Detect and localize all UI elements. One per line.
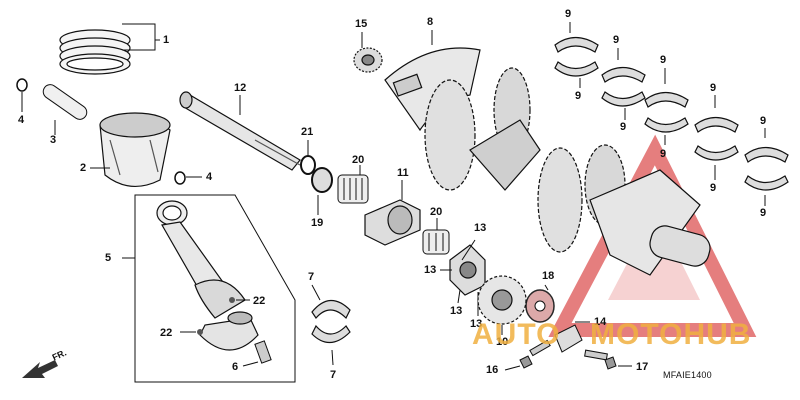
front-direction-arrow (22, 360, 58, 378)
callout-18: 18 (542, 270, 555, 282)
callout-3: 3 (50, 134, 57, 146)
callout-9h: 9 (710, 182, 717, 194)
callout-20b: 20 (430, 206, 443, 218)
callout-13d: 13 (470, 318, 483, 330)
callout-22a: 22 (253, 295, 266, 307)
callout-7a: 7 (308, 271, 315, 283)
thrust-washer (300, 155, 316, 175)
callout-21: 21 (301, 126, 314, 138)
callout-9g: 9 (710, 82, 717, 94)
callout-8: 8 (427, 16, 434, 28)
piston-pin-clip-2 (174, 171, 186, 185)
cam-sprocket (353, 47, 383, 73)
callout-9j: 9 (760, 207, 767, 219)
piston-pin-clip (16, 78, 28, 92)
watermark-text-right: MOTOHUB (590, 318, 752, 351)
oil-seal (311, 167, 333, 193)
balancer-shaft (179, 91, 301, 171)
callout-13c: 13 (450, 305, 463, 317)
callout-5: 5 (105, 252, 112, 264)
callout-9c: 9 (613, 34, 620, 46)
callout-12: 12 (234, 82, 247, 94)
needle-bearing (337, 174, 369, 204)
primary-drive-gear (477, 275, 527, 325)
balancer-gear (364, 199, 421, 246)
pulser-rotor (554, 324, 583, 353)
rod-nut-2 (197, 329, 203, 335)
piston-pin (42, 84, 88, 120)
bolt-16 (519, 339, 551, 369)
callout-2: 2 (80, 162, 87, 174)
callout-9f: 9 (660, 148, 667, 160)
callout-9i: 9 (760, 115, 767, 127)
connecting-rod (156, 200, 259, 351)
callout-15: 15 (355, 18, 368, 30)
callout-11: 11 (397, 167, 409, 179)
connecting-rod-group (122, 194, 296, 383)
callout-13a: 13 (474, 222, 487, 234)
callout-1: 1 (163, 34, 170, 46)
rod-bearing-shells (311, 299, 351, 344)
callout-14: 14 (594, 316, 607, 328)
rod-bolt (242, 340, 272, 367)
callout-10: 10 (496, 336, 509, 348)
piston (99, 112, 171, 187)
main-bearings (554, 36, 789, 191)
piston-rings (59, 29, 131, 75)
callout-4a: 4 (18, 114, 25, 126)
rod-nut (229, 297, 235, 303)
callout-16: 16 (486, 364, 499, 376)
callout-22b: 22 (160, 327, 173, 339)
callout-19: 19 (311, 217, 324, 229)
callout-7b: 7 (330, 369, 337, 381)
callout-9e: 9 (660, 54, 667, 66)
callout-17: 17 (636, 361, 649, 373)
callout-20a: 20 (352, 154, 365, 166)
callout-9b: 9 (575, 90, 582, 102)
callout-9a: 9 (565, 8, 572, 20)
watermark-text-left: AUTO (472, 318, 561, 351)
callout-9d: 9 (620, 121, 627, 133)
callout-4b: 4 (206, 171, 213, 183)
crankshaft-back-view (384, 47, 711, 276)
needle-bearing-2 (422, 229, 450, 255)
bolt-17 (584, 349, 617, 370)
primary-gear-damper (449, 244, 486, 296)
callout-6: 6 (232, 361, 239, 373)
diagram-code: MFAIE1400 (663, 370, 712, 380)
callout-13b: 13 (424, 264, 437, 276)
